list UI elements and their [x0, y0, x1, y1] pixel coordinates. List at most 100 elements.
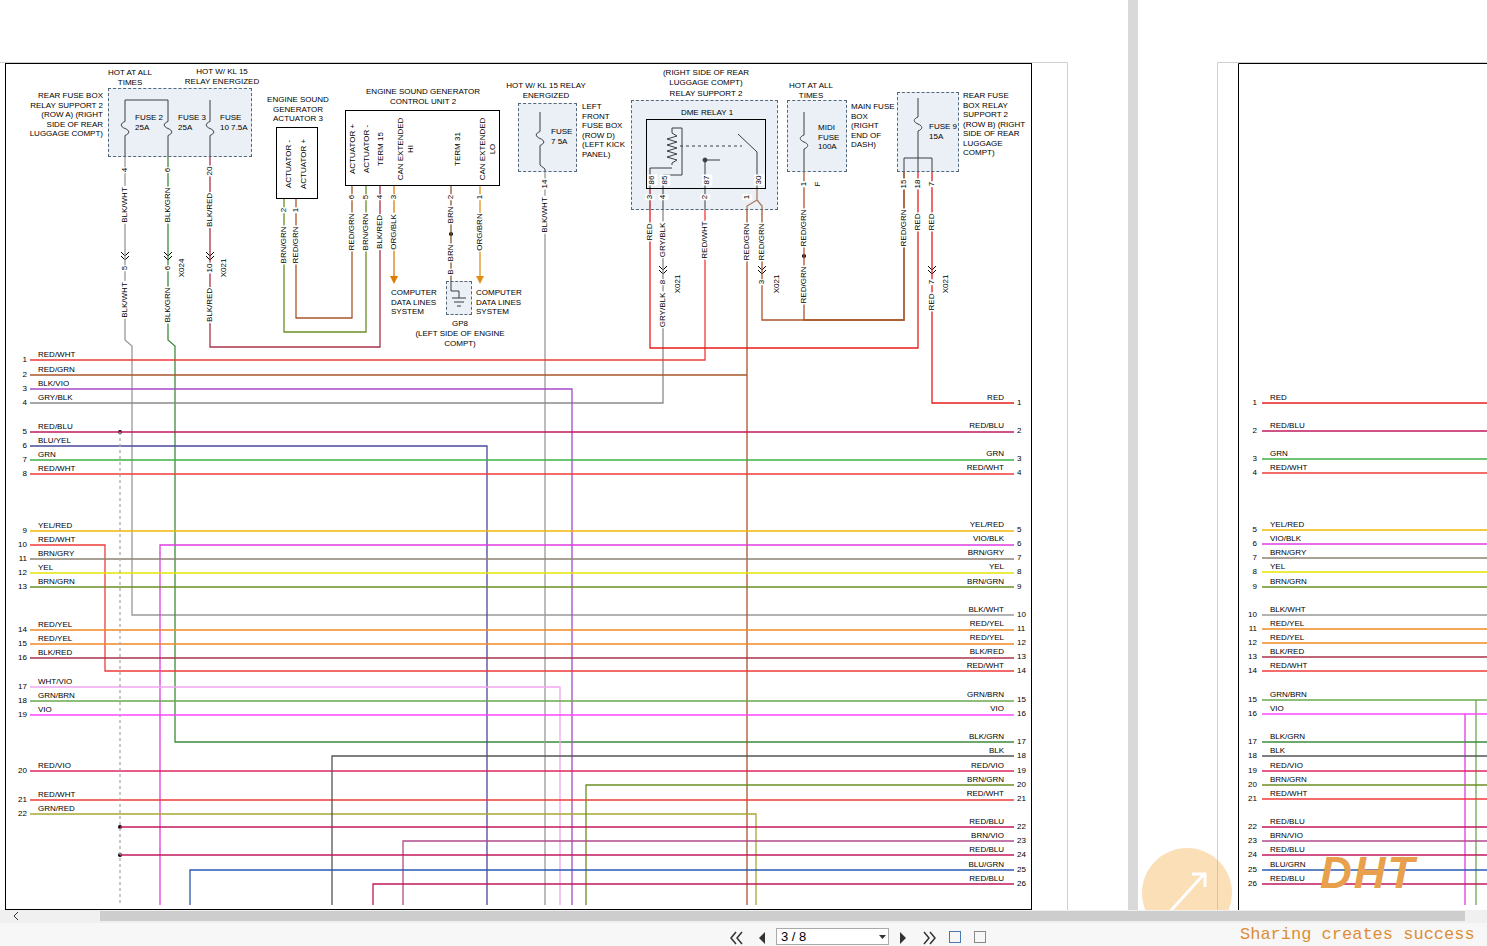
- pin-number: 20: [205, 166, 215, 177]
- wire-color: RED/WHT: [700, 220, 710, 259]
- component-name: DME RELAY 1: [667, 108, 747, 118]
- wire-color: RED/WHT: [944, 789, 1004, 799]
- wire-color: RED/YEL: [1270, 619, 1304, 629]
- row-number: 26: [1237, 879, 1257, 889]
- pin-number: 2: [279, 207, 289, 213]
- wire-color: RED/GRN: [799, 209, 809, 248]
- row-number: 16: [7, 653, 27, 663]
- row-number: 2: [1237, 426, 1257, 436]
- connector-id: X021: [219, 258, 229, 279]
- wire: [1262, 402, 1487, 403]
- scrollbar-track: [0, 910, 1487, 923]
- wire: [747, 200, 757, 905]
- wire-color: BRN/GRY: [38, 549, 74, 559]
- wire: [1262, 798, 1487, 799]
- row-number: 11: [1017, 624, 1025, 634]
- wire: [1262, 628, 1487, 629]
- page-edge: [0, 63, 1068, 911]
- wire: [30, 814, 756, 905]
- wire-color: VIO: [38, 705, 52, 715]
- row-number: 15: [1237, 695, 1257, 705]
- location-note: (LEFT SIDE OF ENGINE COMPT): [415, 329, 505, 348]
- row-number: 1: [1237, 398, 1257, 408]
- power-note: HOT AT ALL TIMES: [785, 81, 837, 100]
- toolbar: [0, 923, 1487, 946]
- wire-color: RED/GRN: [291, 226, 301, 265]
- connector-id: X021: [673, 274, 683, 295]
- row-number: 1: [7, 355, 27, 365]
- wire-color: YEL: [944, 562, 1004, 572]
- row-number: 20: [7, 766, 27, 776]
- wire-color: RED/VIO: [944, 761, 1004, 771]
- wire: [30, 446, 487, 905]
- prev-page-icon: [759, 932, 765, 944]
- row-number: 1: [1017, 398, 1021, 408]
- wire-color: BLK/GRN: [1270, 732, 1305, 742]
- terminal-name: CAN EXTENDED LO: [478, 116, 497, 182]
- watermark-arrow: [1166, 873, 1205, 916]
- wire-color: RED/WHT: [944, 661, 1004, 671]
- row-number: 10: [7, 540, 27, 550]
- last-page-icon: [924, 932, 935, 944]
- row-number: 3: [1237, 454, 1257, 464]
- row-number: 14: [7, 625, 27, 635]
- drawing-frame: [6, 64, 1032, 910]
- wire: [30, 586, 1014, 587]
- wire-color: GRY/BLK: [658, 292, 668, 329]
- power-note: HOT W/ KL 15 RELAY ENERGIZED: [506, 81, 586, 100]
- fuse-box: FUSE 7 5ALEFT FRONT FUSE BOX (ROW D) (LE…: [518, 103, 577, 172]
- pin-number: 85: [660, 175, 670, 186]
- pin-number: 1: [291, 207, 301, 213]
- row-number: 12: [7, 568, 27, 578]
- pin-number: 3: [757, 279, 767, 285]
- wire: [1262, 826, 1487, 827]
- location-note: RELAY SUPPORT 2: [651, 89, 761, 99]
- wire-color: BRN/GRN: [944, 577, 1004, 587]
- wire-color: GRY/BLK: [38, 393, 73, 403]
- wire-color: BLU/GRN: [1270, 860, 1306, 870]
- wire: [586, 785, 1014, 905]
- wire-color: BLK/WHT: [120, 281, 130, 319]
- location-note: REAR FUSE BOX RELAY SUPPORT 2 (ROW A) (R…: [23, 91, 103, 139]
- row-number: 14: [1237, 666, 1257, 676]
- row-number: 17: [7, 682, 27, 692]
- wire-color: BLK/WHT: [944, 605, 1004, 615]
- wire: [1262, 543, 1487, 544]
- terminal-name: CAN EXTENDED HI: [396, 116, 415, 182]
- pin-number: 6: [163, 265, 173, 271]
- pin-number: 15: [899, 179, 909, 190]
- wire-color: RED: [944, 393, 1004, 403]
- pin-number: 18: [913, 179, 923, 190]
- pin-number: 4: [375, 194, 385, 200]
- wire-color: BRN: [446, 244, 456, 263]
- wire: [403, 841, 1014, 905]
- row-number: 18: [1237, 751, 1257, 761]
- terminal-name: TERM 31: [453, 132, 463, 166]
- actuator-box: ENGINE SOUND GENERATOR ACTUATOR 3ACTUATO…: [276, 127, 318, 199]
- connector-id: X024: [177, 258, 187, 279]
- wire-color: YEL: [38, 563, 53, 573]
- fuse-rating: MIDI FUSE 100A: [818, 123, 844, 152]
- fuse-rating: FUSE 10 7.5A: [220, 113, 250, 132]
- drawing-frame: [1239, 64, 1487, 911]
- wire-color: BRN/GRY: [944, 548, 1004, 558]
- wire: [30, 572, 1014, 573]
- wire: [932, 172, 1014, 403]
- row-number: 20: [1237, 780, 1257, 790]
- wire: [30, 530, 1014, 531]
- wire: [1262, 529, 1487, 530]
- wire: [1262, 586, 1487, 587]
- row-number: 6: [1237, 539, 1257, 549]
- row-number: 17: [1017, 737, 1026, 747]
- wire-color: VIO/BLK: [944, 534, 1004, 544]
- wire-color: ORG/BRN: [475, 212, 485, 251]
- wire: [1262, 713, 1487, 714]
- terminal-name: ACTUATOR -: [362, 125, 372, 173]
- wire-color: RED/GRN: [742, 223, 752, 262]
- pin-number: 3: [645, 194, 655, 200]
- wire-color: BRN/GRN: [279, 226, 289, 265]
- terminal-name: ACTUATOR +: [348, 124, 358, 174]
- wire: [160, 545, 1014, 905]
- wire-color: VIO: [1270, 704, 1284, 714]
- wire-color: GRN/BRN: [944, 690, 1004, 700]
